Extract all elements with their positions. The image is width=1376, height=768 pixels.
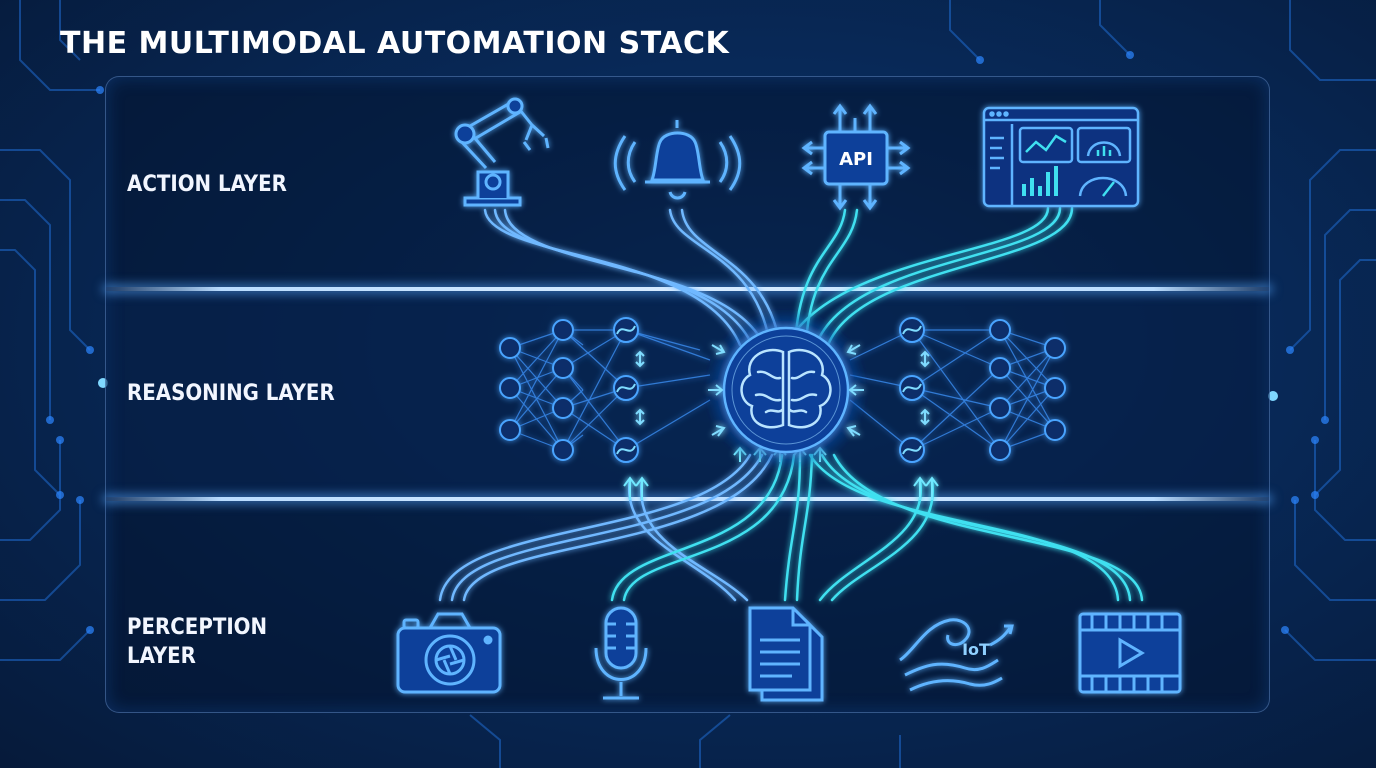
brain-icon [704,308,868,472]
perception-layer-label-line2: LAYER [127,644,196,669]
perception-layer-label-line1: PERCEPTION [127,615,268,640]
microphone-icon [594,606,648,700]
robot-arm-icon [454,97,550,207]
neural-network-right-icon [849,317,1066,463]
iot-label: IoT [962,640,990,659]
bell-icon [613,120,742,200]
iot-wave-icon [899,618,1014,692]
perception-flow-cables [438,453,1144,602]
neural-network-left-icon [499,317,711,463]
action-layer-label: ACTION LAYER [127,172,287,197]
dashboard-icon [982,106,1140,208]
reasoning-band [107,292,1268,498]
camera-icon [396,612,502,694]
video-icon [1078,612,1182,694]
perception-layer-label: PERCEPTION LAYER [127,613,267,671]
reasoning-layer-label: REASONING LAYER [127,381,335,406]
page-title: THE MULTIMODAL AUTOMATION STACK [60,26,730,61]
document-icon [748,606,824,702]
api-label: API [839,149,873,170]
action-flow-cables [483,206,1074,347]
api-chip-icon [801,103,911,211]
